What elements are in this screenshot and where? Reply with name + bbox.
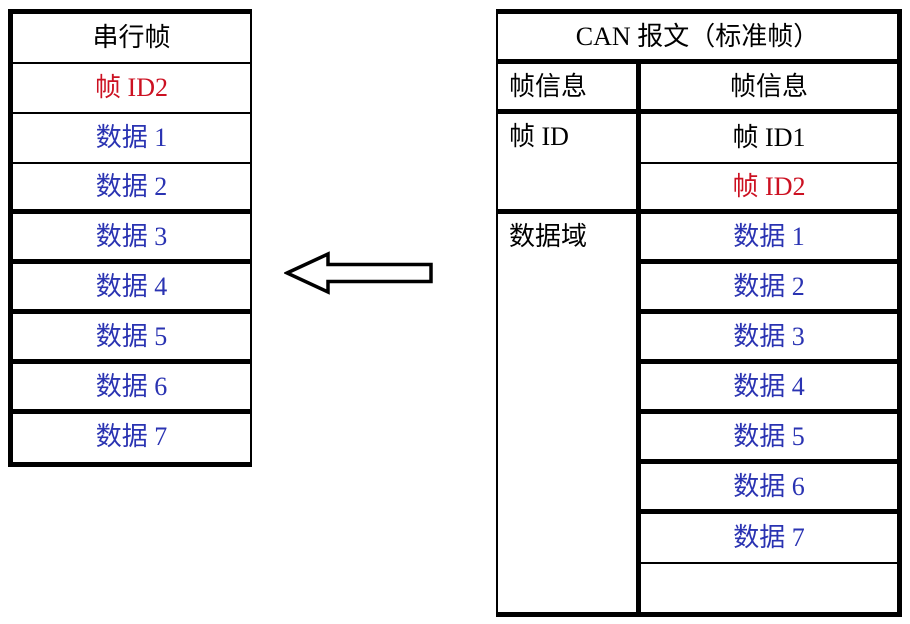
can-message-table: CAN 报文（标准帧） 帧信息 帧 ID 数据域 帧信息 帧 ID1 帧 ID2… [496,9,902,617]
can-data5-cell: 数据 5 [641,414,897,464]
serial-frame-row-data4: 数据 4 [13,264,250,314]
serial-frame-row-data2: 数据 2 [13,164,250,214]
can-empty-cell [641,564,897,614]
frame-id1-cell: 帧 ID1 [641,114,897,164]
serial-frame-row-data7: 数据 7 [95,422,168,451]
serial-frame-row-data5: 数据 5 [13,314,250,364]
data-field-label: 数据域 [509,222,588,251]
can-data1-cell: 数据 1 [641,214,897,264]
frame-id-label-cell: 帧 ID [498,114,636,214]
left-arrow-svg [282,251,433,295]
can-table-right-column: 帧信息 帧 ID1 帧 ID2 数据 1 数据 2 数据 3 数据 4 数据 5… [641,64,897,612]
can-table-title: CAN 报文（标准帧） [498,14,897,64]
frame-id2-cell: 帧 ID2 [641,164,897,214]
serial-frame-row-data3: 数据 3 [13,214,250,264]
can-table-left-column: 帧信息 帧 ID 数据域 [498,64,641,612]
serial-frame-row-data6: 数据 6 [13,364,250,414]
can-data7-cell: 数据 7 [641,514,897,564]
can-data6-cell: 数据 6 [641,464,897,514]
can-data2-cell: 数据 2 [641,264,897,314]
frame-info-label: 帧信息 [509,72,588,101]
frame-info-value-cell: 帧信息 [641,64,897,114]
serial-frame-title: 串行帧 [13,14,250,64]
data-field-label-cell: 数据域 [498,214,636,259]
serial-frame-row-data1: 数据 1 [13,114,250,164]
left-arrow-icon [282,251,434,295]
can-data4-cell: 数据 4 [641,364,897,414]
serial-frame-table: 串行帧 帧 ID2 数据 1 数据 2 数据 3 数据 4 数据 5 数据 6 … [8,9,252,467]
serial-frame-row-id2: 帧 ID2 [13,64,250,114]
frame-info-label-cell: 帧信息 [498,64,636,114]
can-data3-cell: 数据 3 [641,314,897,364]
can-table-body: 帧信息 帧 ID 数据域 帧信息 帧 ID1 帧 ID2 数据 1 数据 2 数… [498,64,897,612]
frame-id-label: 帧 ID [509,122,569,151]
